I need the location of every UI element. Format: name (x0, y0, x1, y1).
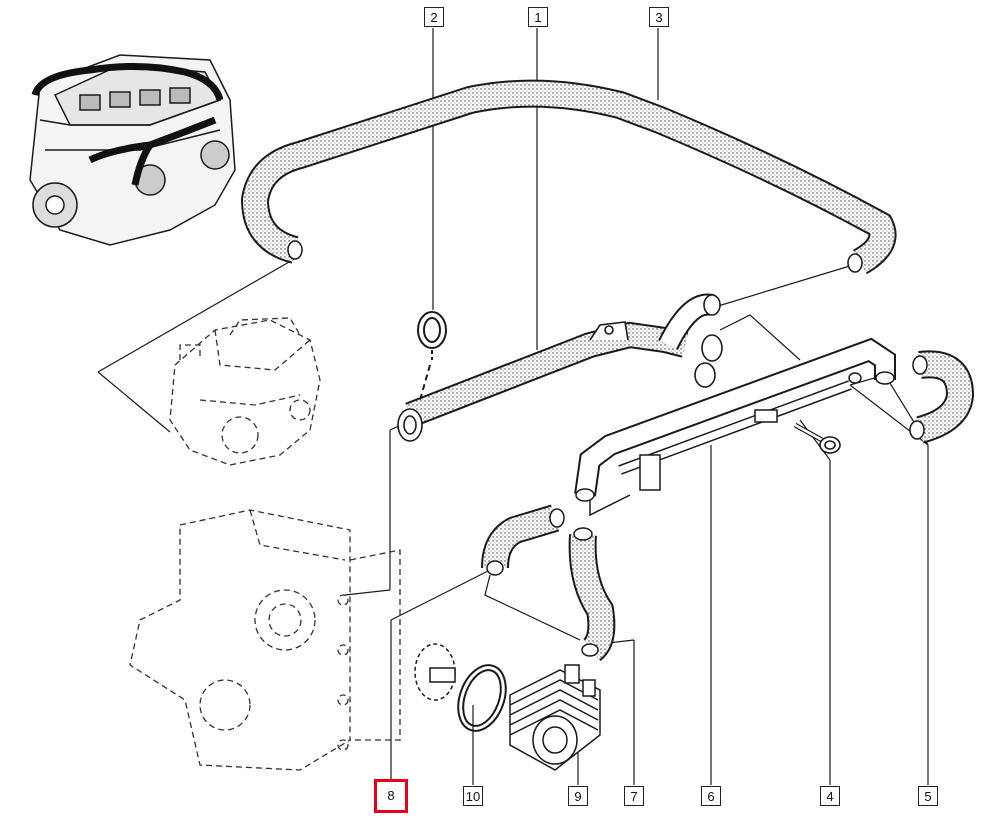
short-hose (909, 350, 975, 444)
o-ring (457, 664, 507, 732)
callout-8: 8 (374, 779, 408, 813)
callout-10: 10 (463, 786, 483, 806)
callout-7: 7 (624, 786, 644, 806)
upper-hose (240, 79, 897, 275)
callout-1: 1 (528, 7, 548, 27)
lower-hose (481, 504, 565, 576)
callout-3: 3 (649, 7, 669, 27)
leader-lines (97, 28, 929, 785)
oil-cooler (414, 643, 601, 771)
bolt (793, 422, 841, 454)
thermostat-housing-outline (169, 317, 321, 466)
seal-ring (417, 311, 447, 401)
callout-6: 6 (701, 786, 721, 806)
callout-4: 4 (820, 786, 840, 806)
callout-2: 2 (424, 7, 444, 27)
engine-overview (29, 54, 236, 246)
water-pipe (397, 293, 723, 442)
callout-9: 9 (568, 786, 588, 806)
callout-5: 5 (918, 786, 938, 806)
rear-pipe (574, 337, 896, 517)
cooler-hose (568, 527, 616, 662)
cylinder-block-outline (129, 509, 401, 771)
